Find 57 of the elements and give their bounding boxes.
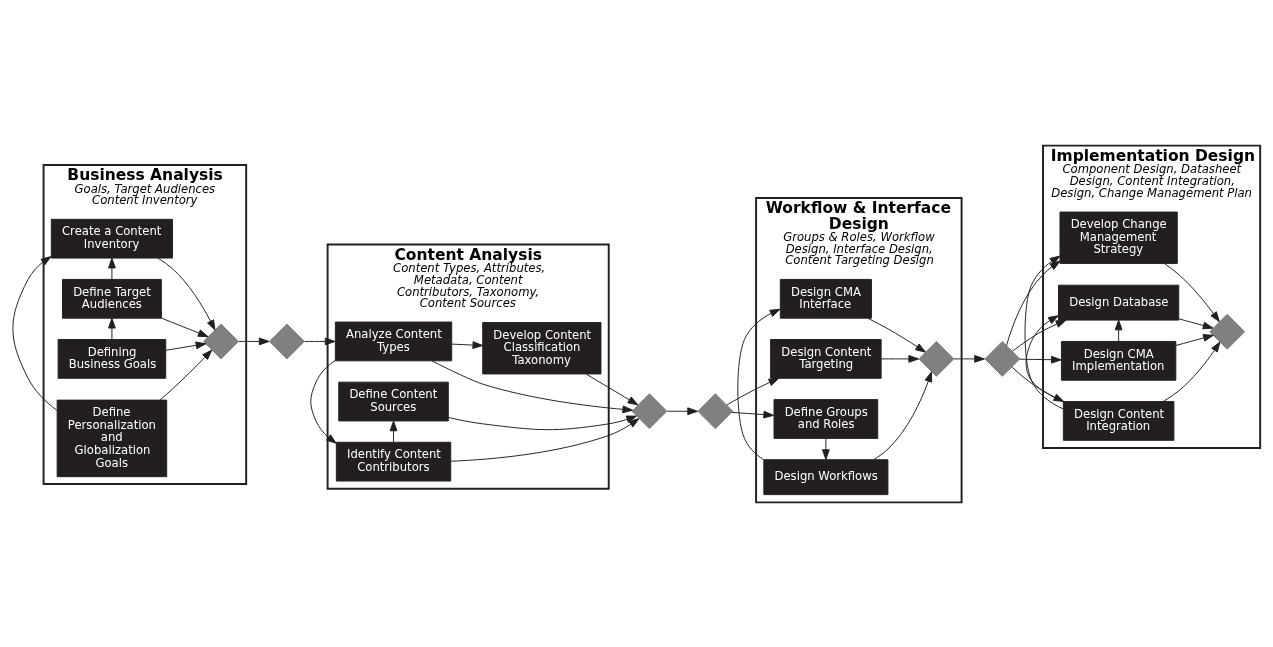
arrow (873, 370, 933, 460)
node-diamond (631, 392, 668, 429)
arrow (12, 255, 58, 411)
arrow (1012, 319, 1067, 352)
node-box: Define Target Audiences (62, 278, 162, 319)
arrow (159, 349, 213, 400)
arrow (304, 337, 336, 345)
arrow (108, 317, 116, 340)
node-box: Define Groups and Roles (773, 398, 879, 439)
node-box: Develop Content Classification Taxonomy (482, 321, 602, 374)
arrow (953, 354, 985, 363)
node-box: Define Personalization and Globalization Goals (56, 399, 168, 477)
arrow (157, 257, 216, 330)
arrow (585, 373, 639, 405)
arrow (238, 337, 270, 345)
arrow (1164, 262, 1220, 322)
node-box: Design Content Integration (1062, 400, 1175, 441)
arrow (1011, 366, 1065, 402)
node-box: Analyze Content Types (334, 321, 453, 361)
node-box: Design Database (1058, 284, 1180, 321)
node-box: Design Content Targeting (770, 338, 882, 379)
node-box: Create a Content Inventory (50, 218, 173, 259)
arrow (1175, 333, 1214, 346)
arrow (448, 415, 637, 430)
node-diamond (918, 340, 955, 377)
arrow (108, 257, 116, 280)
node-diamond (984, 340, 1021, 377)
node-box: Design Workflows (763, 458, 889, 495)
arrow (1114, 319, 1123, 342)
arrow (726, 377, 780, 405)
arrow (1178, 317, 1214, 329)
node-box: Design CMA Implementation (1060, 340, 1177, 381)
arrow (431, 360, 634, 413)
node-box: Design CMA Interface (779, 278, 872, 319)
node-box: Develop Change Management Strategy (1059, 211, 1178, 264)
node-box: Defining Business Goals (57, 338, 167, 379)
node-box: Identify Content Contributors (335, 441, 452, 482)
node-diamond (697, 392, 734, 429)
arrow (450, 417, 640, 462)
arrow (1024, 255, 1064, 409)
arrow (666, 406, 698, 415)
arrow (731, 410, 775, 418)
arrow (1162, 341, 1221, 402)
arrow (1025, 314, 1064, 402)
node-box: Define Content Sources (338, 381, 449, 421)
arrow (165, 341, 207, 351)
arrow (867, 317, 926, 353)
arrow (1019, 355, 1062, 364)
arrow (880, 354, 920, 363)
arrow (822, 437, 830, 460)
arrow (1006, 260, 1061, 346)
arrow (310, 359, 337, 444)
arrow (737, 308, 781, 460)
arrow (389, 420, 398, 442)
arrow (160, 317, 209, 337)
arrow (451, 340, 484, 349)
node-diamond (268, 323, 305, 359)
